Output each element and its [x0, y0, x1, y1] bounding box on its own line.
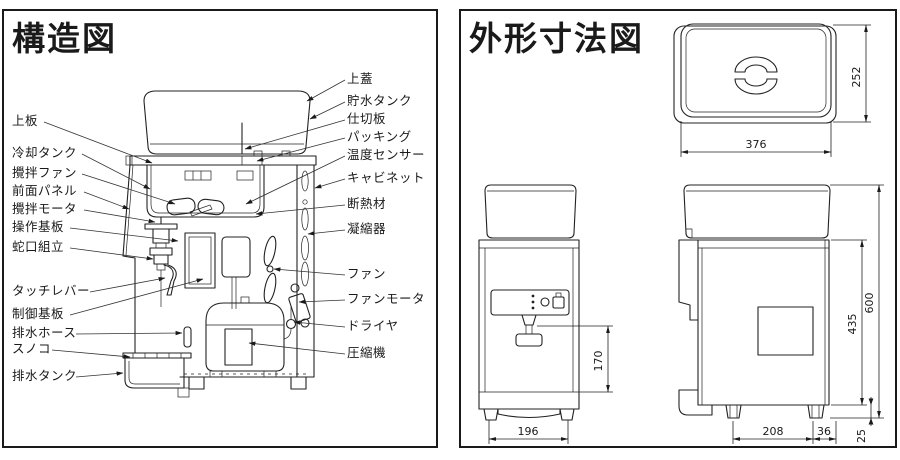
- lid-handle-lower: [734, 78, 778, 95]
- front-view: [478, 184, 580, 421]
- storage-tank-section: [143, 90, 311, 155]
- part-label-cooling-tank: 冷却タンク: [12, 146, 78, 160]
- svg-text:376: 376: [746, 138, 767, 151]
- svg-text:252: 252: [850, 67, 863, 88]
- top-view: [673, 23, 837, 124]
- part-label-control-board: 制御基板: [12, 307, 65, 321]
- dimension-208: 208: [732, 421, 837, 444]
- lid-handle-upper: [734, 56, 778, 73]
- dimension-diagram-panel: 外形寸法図 252 376: [459, 9, 897, 448]
- dimension-252: 252: [833, 24, 871, 123]
- drain-hose: [183, 326, 192, 348]
- dimension-diagram-title: 外形寸法図: [469, 20, 644, 57]
- faucet-lever: [515, 333, 543, 347]
- part-label-operation-board: 操作基板: [12, 220, 65, 234]
- cooling-tank-section: [146, 164, 265, 218]
- part-label-temp-sensor: 温度センサー: [347, 148, 426, 162]
- lock-button-icon: [552, 296, 565, 309]
- dryer-part: [283, 307, 297, 340]
- dimension-25: 25: [855, 397, 874, 443]
- fan-section: [263, 235, 277, 304]
- part-label-storage-tank: 貯水タンク: [347, 94, 413, 108]
- part-label-condenser: 凝縮器: [347, 222, 387, 236]
- svg-text:600: 600: [863, 293, 876, 314]
- dimension-36: 36: [812, 425, 837, 441]
- dimension-435: 435: [831, 239, 867, 406]
- dimension-196: 196: [488, 420, 569, 444]
- structure-diagram-drawing: [43, 79, 346, 398]
- base-section: [179, 373, 315, 390]
- part-label-front-panel: 前面パネル: [12, 184, 78, 198]
- part-label-stir-motor: 攪拌モータ: [12, 202, 78, 216]
- part-label-drain-hose: 排水ホース: [12, 326, 77, 340]
- part-label-fan: ファン: [347, 267, 387, 281]
- part-label-fan-motor: ファンモータ: [347, 292, 426, 306]
- part-label-packing: パッキング: [347, 130, 412, 144]
- part-label-stir-fan: 攪拌ファン: [12, 166, 78, 180]
- stirring-fan: [166, 197, 225, 217]
- part-label-dryer: ドライヤ: [347, 319, 399, 333]
- part-label-touch-lever: タッチレバー: [12, 284, 91, 298]
- side-access-panel: [757, 306, 814, 356]
- leader-lines-left: [43, 121, 204, 378]
- leader-lines-right: [244, 79, 346, 355]
- control-board: [184, 232, 251, 309]
- dimension-376: 376: [680, 121, 832, 157]
- svg-text:170: 170: [592, 351, 605, 372]
- dimension-600: 600: [830, 184, 884, 419]
- svg-text:36: 36: [817, 425, 831, 438]
- faucet-assembly: [149, 247, 173, 307]
- structure-diagram-title: 構造図: [12, 20, 117, 57]
- stirring-motor: [144, 216, 178, 249]
- structure-diagram-panel: 構造図: [2, 9, 438, 448]
- svg-text:435: 435: [846, 314, 859, 335]
- part-label-compressor: 圧縮機: [347, 346, 387, 360]
- part-label-top-lid: 上蓋: [347, 72, 374, 86]
- compressor-section: [205, 296, 285, 378]
- svg-text:208: 208: [763, 425, 784, 438]
- part-label-slat-board: スノコ: [12, 342, 52, 356]
- control-panel: [490, 289, 570, 316]
- fan-motor-bracket: [288, 283, 311, 328]
- part-label-faucet-assembly: 蛇口組立: [12, 240, 65, 254]
- touch-lever: [163, 264, 177, 296]
- faucet-spout: [521, 314, 537, 326]
- part-label-drain-tank: 排水タンク: [12, 369, 78, 383]
- drain-tank-section: [122, 352, 192, 398]
- power-button-icon: [540, 297, 550, 307]
- svg-text:196: 196: [518, 425, 539, 438]
- dimension-diagram-drawing: 252 376: [478, 23, 884, 444]
- svg-text:25: 25: [855, 429, 868, 443]
- part-label-insulation: 断熱材: [347, 197, 387, 211]
- part-label-partition: 仕切板: [347, 112, 387, 126]
- dimension-170: 170: [537, 325, 613, 393]
- part-label-top-plate: 上板: [12, 114, 39, 128]
- side-view: [678, 184, 831, 419]
- part-label-cabinet: キャビネット: [347, 171, 426, 185]
